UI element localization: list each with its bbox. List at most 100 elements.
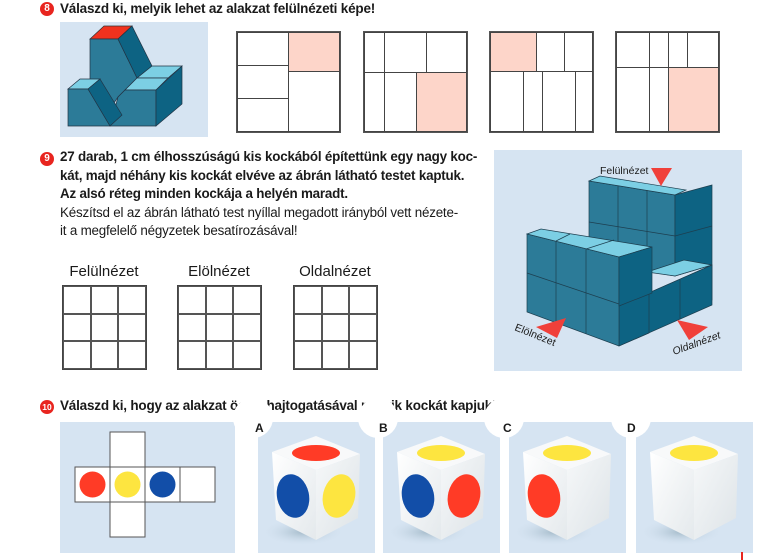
grid-cell[interactable] (294, 313, 322, 342)
question-title: Válaszd ki, melyik lehet az alakzat felü… (60, 1, 376, 16)
grid-cell[interactable] (349, 313, 377, 342)
letter-notch (484, 398, 524, 438)
answer-option-d[interactable] (636, 422, 753, 553)
grid-cell[interactable] (118, 313, 146, 342)
blue-dot (149, 471, 176, 498)
grid-cell[interactable] (321, 341, 350, 369)
question-text: 27 darab, 1 cm élhosszúságú kis kockából… (60, 148, 490, 241)
cell (575, 71, 593, 132)
cell (649, 32, 669, 68)
cell (542, 71, 576, 132)
grid-cell[interactable] (294, 286, 322, 314)
yellow-dot-top (417, 445, 465, 461)
question-text-line: Az alsó réteg minden kockája a helyén ma… (60, 186, 348, 201)
grid-cell[interactable] (205, 286, 234, 314)
answer-option-c[interactable] (509, 422, 626, 553)
question-text-line: 27 darab, 1 cm élhosszúságú kis kockából… (60, 149, 478, 164)
cell (237, 32, 289, 66)
grid-cell[interactable] (321, 286, 350, 314)
cell (668, 32, 688, 68)
cube-figure (386, 436, 485, 546)
cell (564, 32, 593, 72)
answer-option-3[interactable] (489, 31, 594, 133)
question-text-line: Készítsd el az ábrán látható test nyílla… (60, 204, 458, 220)
grid-cell[interactable] (63, 341, 91, 369)
grid-cell[interactable] (63, 313, 91, 342)
answer-option-a[interactable] (258, 422, 375, 553)
grid-cell[interactable] (90, 341, 119, 369)
grid-cell[interactable] (349, 286, 377, 314)
option-letter-b: B (379, 421, 388, 435)
yellow-dot-right (322, 474, 356, 518)
cell (687, 32, 719, 68)
highlighted-cell (668, 67, 719, 132)
question-number-badge: 10 (40, 400, 54, 414)
answer-option-2[interactable] (363, 31, 468, 133)
grid-cell[interactable] (233, 341, 261, 369)
side-view-grid[interactable] (293, 285, 378, 370)
cube-figure (512, 436, 611, 546)
grid-cell[interactable] (90, 286, 119, 314)
grid-cell[interactable] (178, 341, 206, 369)
cube-right-face (694, 454, 738, 540)
front-view-grid[interactable] (177, 285, 262, 370)
answer-option-b[interactable] (383, 422, 500, 553)
grid-cell[interactable] (118, 286, 146, 314)
cell (288, 71, 340, 132)
red-dot-left (527, 474, 561, 518)
grid-cell[interactable] (178, 286, 206, 314)
grid-cell[interactable] (118, 341, 146, 369)
cube-figure (261, 436, 360, 546)
grid-cell[interactable] (349, 341, 377, 369)
red-dot-top (292, 445, 340, 461)
grid-cell[interactable] (294, 341, 322, 369)
isometric-solid-figure (67, 25, 183, 127)
top-view-arrow-icon (651, 168, 672, 186)
grid-cell[interactable] (205, 313, 234, 342)
grid-label-top-view: Felülnézet (69, 263, 139, 280)
solid-figure-panel (60, 22, 208, 137)
question-title: Válaszd ki, hogy az alakzat összehajtoga… (60, 398, 497, 413)
question-number-badge: 9 (40, 152, 54, 166)
grid-cell[interactable] (63, 286, 91, 314)
grid-cell[interactable] (90, 313, 119, 342)
grid-label-front-view: Elölnézet (188, 263, 250, 280)
option-letter-a: A (255, 421, 264, 435)
front-view-arrow-icon (536, 318, 566, 338)
grid-cell[interactable] (205, 341, 234, 369)
red-dot (79, 471, 106, 498)
blue-dot-left (276, 474, 310, 518)
cell (364, 72, 385, 132)
cube-structure-figure: Felülnézet Elölnézet Oldalnézet (513, 165, 723, 358)
page-margin-mark (741, 552, 743, 560)
cell (523, 71, 543, 132)
letter-notch (358, 398, 398, 438)
cell (237, 98, 289, 132)
cube-structure-panel: Felülnézet Elölnézet Oldalnézet (494, 150, 742, 371)
cell (426, 32, 467, 73)
grid-cell[interactable] (233, 313, 261, 342)
cell (649, 67, 669, 132)
top-view-grid[interactable] (62, 285, 147, 370)
cell (364, 32, 385, 73)
highlighted-cell (416, 72, 467, 132)
cell (616, 67, 650, 132)
cell (384, 32, 427, 73)
cell (237, 65, 289, 99)
question-text-line: it a megfelelő négyzetek besatírozásával… (60, 223, 298, 238)
answer-option-1[interactable] (236, 31, 341, 133)
cell (384, 72, 417, 132)
cell (536, 32, 565, 72)
grid-cell[interactable] (178, 313, 206, 342)
option-letter-c: C (503, 421, 512, 435)
grid-cell[interactable] (321, 313, 350, 342)
question-text-line: kát, majd néhány kis kockát elvéve az áb… (60, 167, 465, 183)
letter-notch (233, 398, 273, 438)
grid-cell[interactable] (233, 286, 261, 314)
answer-option-4[interactable] (615, 31, 720, 133)
option-letter-d: D (627, 421, 636, 435)
blue-dot-left (401, 474, 435, 518)
grid-label-side-view: Oldalnézet (299, 263, 371, 280)
red-dot-right (447, 474, 481, 518)
yellow-dot-top (543, 445, 591, 461)
